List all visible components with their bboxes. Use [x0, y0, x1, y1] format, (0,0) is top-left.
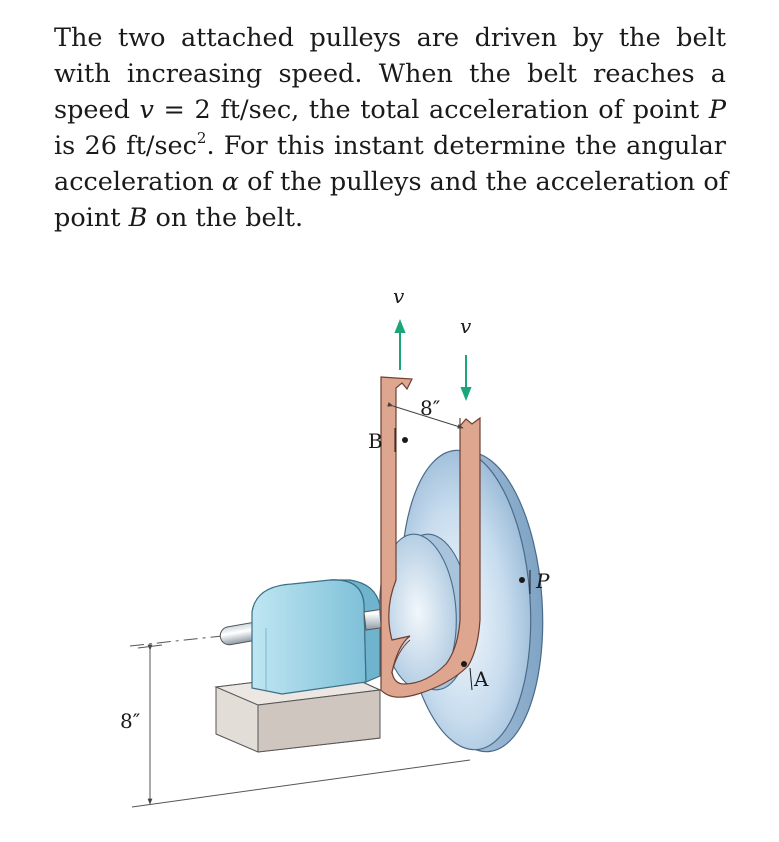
- velocity-arrows: [394, 319, 472, 401]
- point-B-dot: [402, 437, 408, 443]
- text-run: of the pulleys and the acceleration of: [239, 167, 729, 197]
- floor-reference-line: [131, 759, 471, 808]
- problem-line-4: is 26 ft/sec2. For this instant determin…: [54, 128, 726, 164]
- text-run: acceleration: [54, 167, 222, 197]
- problem-line-2: with increasing speed. When the belt rea…: [54, 59, 726, 89]
- label-B: B: [368, 429, 383, 453]
- label-A: A: [473, 667, 489, 691]
- bearing-housing: [251, 579, 381, 695]
- symbol-B: B: [128, 203, 148, 233]
- problem-line-5: acceleration α of the pulleys and the ac…: [54, 164, 729, 200]
- belt-radius-dimension: [387, 402, 464, 429]
- symbol-alpha: α: [221, 167, 240, 197]
- label-P: P: [535, 569, 550, 593]
- base-block: [214, 671, 382, 753]
- text-run: is 26 ft/sec: [54, 131, 197, 161]
- text-run: . For this instant determine the angular: [206, 131, 726, 161]
- problem-line-6: point B on the belt.: [54, 200, 726, 236]
- text-run: = 2 ft/sec, the total acceleration of po…: [153, 95, 709, 125]
- problem-line-3: speed v = 2 ft/sec, the total accelerati…: [54, 92, 726, 128]
- label-A-divider: [469, 667, 473, 691]
- belt-loop: [380, 416, 481, 698]
- point-P-dot: [519, 577, 525, 583]
- label-v-left: v: [393, 284, 405, 308]
- problem-statement: The two attached pulleys are driven by t…: [54, 20, 729, 236]
- belt: [380, 376, 481, 698]
- text-run: point: [54, 203, 129, 233]
- point-A-dot: [461, 661, 467, 667]
- symbol-v: v: [139, 95, 154, 125]
- text-run: on the belt.: [147, 203, 304, 233]
- label-height-dimension: 8″: [120, 709, 140, 733]
- label-v-right: v: [460, 314, 472, 338]
- text-run: speed: [54, 95, 140, 125]
- dimension-tick-top: [137, 644, 163, 649]
- label-belt-dimension: 8″: [420, 396, 440, 420]
- symbol-P: P: [708, 95, 726, 125]
- superscript-2: 2: [196, 129, 207, 147]
- problem-line-1: The two attached pulleys are driven by t…: [54, 23, 726, 53]
